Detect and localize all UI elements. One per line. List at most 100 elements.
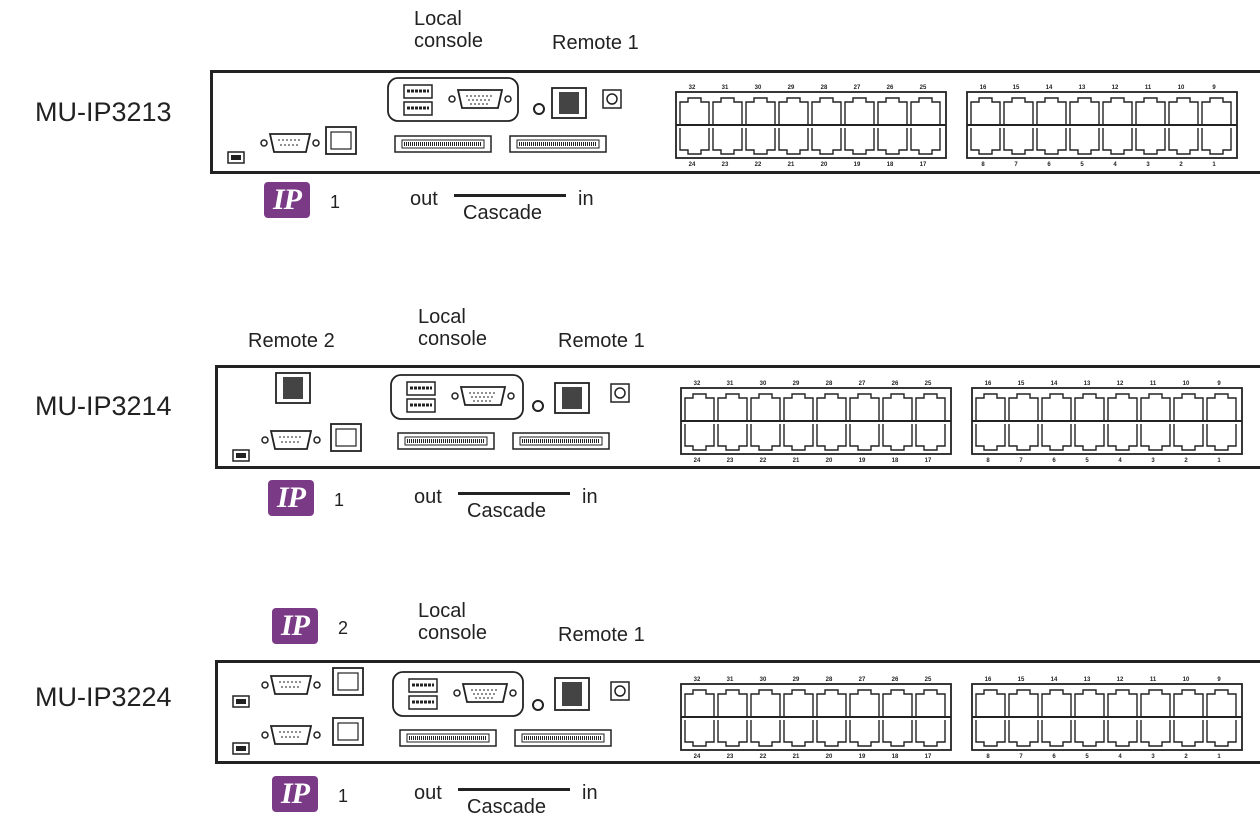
rj45-port (811, 128, 842, 155)
port-number: 3 (1146, 162, 1150, 168)
ip-logo: IP (268, 480, 314, 516)
port-number: 25 (920, 85, 927, 91)
rj45-port (712, 97, 743, 124)
left-connectors (232, 667, 630, 755)
rj45-port (849, 689, 880, 716)
port-number: 11 (1145, 85, 1152, 91)
port-number: 18 (892, 754, 899, 760)
port-number: 12 (1117, 381, 1124, 387)
rj45-port (717, 689, 748, 716)
port-number: 8 (986, 458, 990, 464)
port-number: 13 (1084, 677, 1091, 683)
cascade-in-label: in (582, 486, 598, 508)
remote-1-label: Remote 1 (558, 624, 645, 646)
rj45-port (1003, 128, 1034, 155)
port-number: 23 (727, 754, 734, 760)
rj45-port (1206, 720, 1237, 747)
port-number: 26 (892, 677, 899, 683)
rj45-port (1173, 393, 1204, 420)
port-number: 12 (1112, 85, 1119, 91)
port-number: 32 (689, 85, 696, 91)
rj45-port (1069, 97, 1100, 124)
rj45-port (1135, 97, 1166, 124)
port-number: 22 (760, 754, 767, 760)
port-number: 15 (1018, 677, 1025, 683)
model-label: MU-IP3224 (35, 682, 172, 712)
ip-port-number: 1 (334, 490, 345, 510)
port-number: 28 (826, 677, 833, 683)
cascade-out-label: out (410, 188, 438, 210)
ip-port-number: 1 (330, 192, 341, 212)
port-number: 10 (1178, 85, 1185, 91)
cascade-label: Cascade (463, 202, 542, 224)
port-number: 4 (1118, 458, 1122, 464)
port-number: 14 (1051, 381, 1058, 387)
local-console-label: Local console (418, 600, 487, 644)
rear-panel (210, 70, 1260, 174)
port-number: 31 (727, 677, 734, 683)
port-number: 25 (925, 381, 932, 387)
rj45-port (1069, 128, 1100, 155)
port-number: 18 (887, 162, 894, 168)
port-number: 3 (1151, 458, 1155, 464)
rj45-port (1135, 128, 1166, 155)
port-number: 28 (826, 381, 833, 387)
kvm-port-array: 3224312330222921282027192618251716815714… (675, 85, 1238, 168)
ip-port-number-top: 2 (338, 618, 349, 638)
port-number: 21 (793, 458, 800, 464)
ip-logo: IP (264, 182, 310, 218)
rj45-port (1206, 393, 1237, 420)
port-number: 1 (1217, 458, 1221, 464)
port-number: 8 (986, 754, 990, 760)
port-number: 4 (1113, 162, 1117, 168)
rj45-port (1008, 424, 1039, 451)
port-number: 14 (1046, 85, 1053, 91)
port-number: 21 (793, 754, 800, 760)
port-number: 22 (755, 162, 762, 168)
rj45-port (915, 720, 946, 747)
port-number: 15 (1013, 85, 1020, 91)
port-number: 6 (1047, 162, 1051, 168)
port-number: 6 (1052, 458, 1056, 464)
rj45-port (717, 720, 748, 747)
port-number: 18 (892, 458, 899, 464)
port-number: 4 (1118, 754, 1122, 760)
remote-2-label: Remote 2 (248, 330, 335, 352)
port-number: 24 (694, 754, 701, 760)
rj45-port (849, 720, 880, 747)
cascade-line (458, 492, 570, 495)
rj45-port (970, 97, 1001, 124)
remote-1-label: Remote 1 (558, 330, 645, 352)
rj45-port (811, 97, 842, 124)
port-number: 21 (788, 162, 795, 168)
model-label: MU-IP3213 (35, 97, 172, 127)
port-number: 7 (1014, 162, 1018, 168)
rj45-port (849, 424, 880, 451)
rj45-port (975, 424, 1006, 451)
port-number: 31 (722, 85, 729, 91)
ip-port-number-bottom: 1 (338, 786, 349, 806)
port-number: 20 (826, 754, 833, 760)
rj45-port (1041, 393, 1072, 420)
rj45-port (679, 128, 710, 155)
cascade-line (454, 194, 566, 197)
rj45-port (1074, 720, 1105, 747)
rj45-port (1003, 97, 1034, 124)
rj45-port (717, 393, 748, 420)
port-number: 20 (821, 162, 828, 168)
port-number: 9 (1212, 85, 1216, 91)
rj45-port (882, 720, 913, 747)
port-number: 26 (887, 85, 894, 91)
port-number: 27 (854, 85, 861, 91)
port-number: 20 (826, 458, 833, 464)
ip-logo: IP (272, 776, 318, 812)
rj45-port (1173, 424, 1204, 451)
remote-1-label: Remote 1 (552, 32, 639, 54)
kvm-port-array: 3224312330222921282027192618251716815714… (680, 381, 1243, 464)
rj45-port (684, 720, 715, 747)
port-number: 7 (1019, 458, 1023, 464)
port-number: 25 (925, 677, 932, 683)
rj45-port (816, 393, 847, 420)
